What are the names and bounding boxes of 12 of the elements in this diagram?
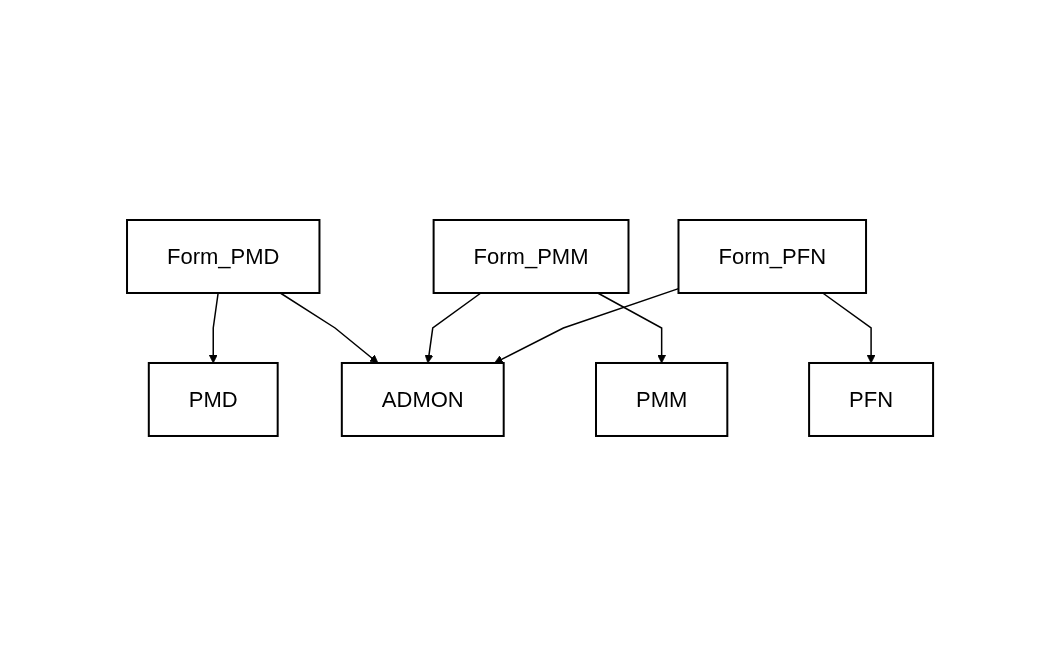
node-box: Form_PFN	[677, 219, 867, 294]
arrow	[596, 292, 666, 364]
arrow	[279, 292, 379, 364]
node-box: ADMON	[340, 362, 505, 437]
node-box: PMM	[594, 362, 729, 437]
node-box: PFN	[808, 362, 935, 437]
arrow	[821, 292, 876, 364]
arrow	[208, 292, 219, 364]
node-box: PMD	[147, 362, 279, 437]
node-box: Form_PMD	[125, 219, 321, 294]
arrow	[424, 292, 482, 364]
node-box: Form_PMM	[432, 219, 630, 294]
